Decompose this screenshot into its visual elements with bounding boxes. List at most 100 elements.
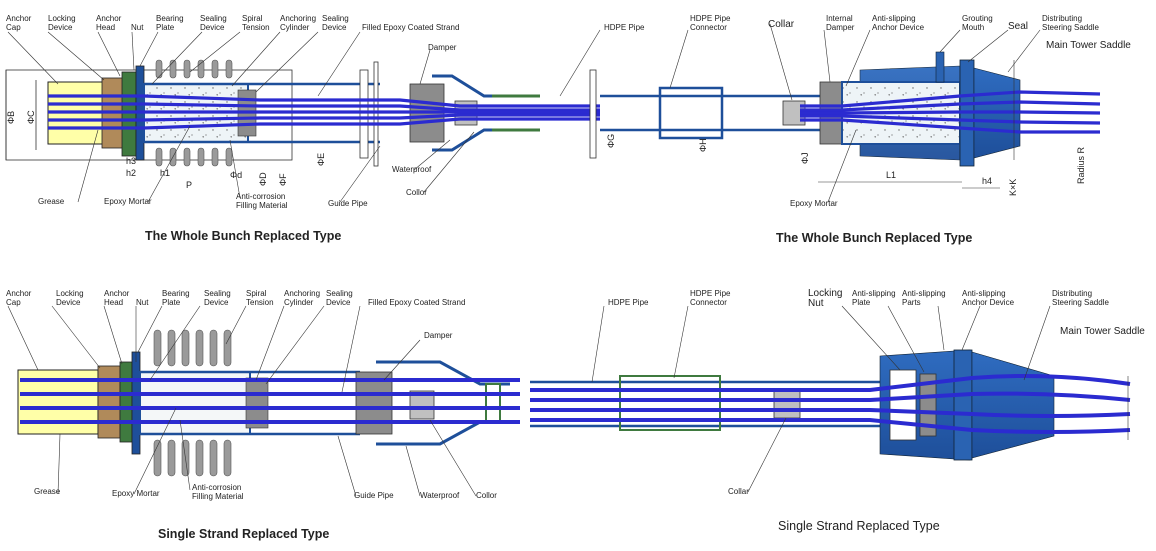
- grouting-mouth: [935, 51, 945, 83]
- label-sealing-device-right: Sealing: [322, 14, 349, 23]
- svg-text:Mouth: Mouth: [962, 23, 984, 32]
- bearing-plate: [131, 351, 141, 455]
- label-collor-b: Collor: [476, 491, 497, 500]
- anti-slipping-device: [953, 349, 973, 461]
- svg-text:Steering Saddle: Steering Saddle: [1042, 23, 1099, 32]
- tower-strands: [800, 90, 1101, 134]
- svg-text:Cylinder: Cylinder: [280, 23, 310, 32]
- label-sealing-device: Sealing: [200, 14, 227, 23]
- svg-text:Parts: Parts: [902, 298, 921, 307]
- dim-phiF: ΦF: [278, 173, 288, 186]
- dim-h3: h3: [126, 156, 136, 166]
- label-locking-device-b: Locking: [56, 289, 84, 298]
- label-anti-slipping: Anti-slipping: [872, 14, 916, 23]
- svg-text:Tension: Tension: [242, 23, 270, 32]
- top-dimensions: ΦB ΦC h3 h2 h1 P Φd ΦD ΦF ΦE ΦG ΦH ΦJ L1…: [6, 110, 1086, 196]
- label-main-tower: Main Tower Saddle: [1046, 40, 1131, 51]
- label-anticorrosion: Anti-corrosion: [236, 192, 285, 201]
- label-anchor-cap: Anchor: [6, 14, 32, 23]
- label-hdpe-connector-b: HDPE Pipe: [690, 289, 731, 298]
- svg-text:Tension: Tension: [246, 298, 274, 307]
- label-main-tower-b: Main Tower Saddle: [1060, 326, 1145, 337]
- label-collor: Collor: [406, 188, 427, 197]
- svg-text:Device: Device: [56, 298, 81, 307]
- nut: [121, 71, 137, 157]
- caption-bottom-right: Single Strand Replaced Type: [778, 519, 940, 533]
- bottom-left-anchorage: [17, 329, 520, 477]
- captions: The Whole Bunch Replaced Type The Whole …: [145, 229, 972, 541]
- dim-h1: h1: [160, 168, 170, 178]
- label-seal: Seal: [1008, 21, 1028, 32]
- label-collar: Collar: [768, 19, 795, 30]
- distributing-saddle: [971, 351, 1055, 459]
- svg-text:Device: Device: [200, 23, 225, 32]
- dim-P: P: [186, 180, 192, 190]
- strand-lines: [20, 378, 520, 424]
- label-waterproof: Waterproof: [392, 165, 432, 174]
- label-grouting-mouth: Grouting: [962, 14, 993, 23]
- label-grease: Grease: [38, 197, 65, 206]
- caption-top-right: The Whole Bunch Replaced Type: [776, 231, 972, 245]
- dim-phid: Φd: [230, 170, 242, 180]
- label-anchoring-cylinder: Anchoring: [280, 14, 316, 23]
- svg-text:Plate: Plate: [162, 298, 181, 307]
- leader-lines: [7, 23, 1051, 497]
- tower-strands: [530, 374, 1131, 434]
- label-locking-device: Locking: [48, 14, 76, 23]
- svg-text:Head: Head: [104, 298, 123, 307]
- svg-text:Device: Device: [326, 298, 351, 307]
- dim-phiH: ΦH: [698, 138, 708, 152]
- guide-pipe: [144, 82, 380, 144]
- label-bearing-plate-b: Bearing: [162, 289, 190, 298]
- anchor-head: [97, 365, 121, 439]
- dim-phiC: ΦC: [26, 110, 36, 124]
- collar: [773, 389, 801, 419]
- label-grease-b: Grease: [34, 487, 61, 496]
- label-anchor-cap-b: Anchor: [6, 289, 32, 298]
- caption-top-left: The Whole Bunch Replaced Type: [145, 229, 341, 243]
- svg-text:Filling Material: Filling Material: [192, 492, 244, 501]
- anti-slipping-parts: [919, 373, 937, 437]
- label-internal-damper: Internal: [826, 14, 853, 23]
- nut: [119, 361, 133, 443]
- label-distributing-b: Distributing: [1052, 289, 1092, 298]
- label-anti-slip-device: Anti-slipping: [962, 289, 1006, 298]
- label-distributing: Distributing: [1042, 14, 1082, 23]
- hdpe-pipe: [530, 380, 880, 428]
- label-bearing-plate: Bearing: [156, 14, 184, 23]
- label-anchoring-cylinder-b: Anchoring: [284, 289, 320, 298]
- dim-phiB: ΦB: [6, 111, 16, 124]
- bottom-labels: Anchor Cap Locking Device Anchor Head Nu…: [6, 288, 1145, 501]
- dim-KxK: K×K: [1008, 179, 1018, 196]
- strand-bundle: [48, 94, 600, 130]
- label-collar-b: Collar: [728, 487, 749, 496]
- label-anti-slip-parts: Anti-slipping: [902, 289, 946, 298]
- label-anchor-head-b: Anchor: [104, 289, 130, 298]
- spiral-coils: [155, 59, 233, 167]
- svg-text:Plate: Plate: [852, 298, 871, 307]
- svg-text:Cap: Cap: [6, 298, 21, 307]
- svg-text:Connector: Connector: [690, 298, 727, 307]
- svg-text:Connector: Connector: [690, 23, 727, 32]
- bottom-right-tower-anchorage: [530, 349, 1131, 461]
- label-nut: Nut: [131, 23, 144, 32]
- label-waterproof-b: Waterproof: [420, 491, 460, 500]
- anti-slipping-plate: [889, 369, 917, 441]
- caption-bottom-left: Single Strand Replaced Type: [158, 527, 329, 541]
- label-nut-b: Nut: [136, 298, 149, 307]
- label-hdpe-pipe-b: HDPE Pipe: [608, 298, 649, 307]
- svg-text:Plate: Plate: [156, 23, 175, 32]
- svg-text:Filling Material: Filling Material: [236, 201, 288, 210]
- label-anchor-head: Anchor: [96, 14, 122, 23]
- label-damper-b: Damper: [424, 331, 453, 340]
- spiral-coils: [153, 329, 232, 477]
- svg-text:Anchor Device: Anchor Device: [962, 298, 1015, 307]
- svg-text:Steering Saddle: Steering Saddle: [1052, 298, 1109, 307]
- label-epoxy-mortar: Epoxy Mortar: [104, 197, 152, 206]
- svg-text:Cylinder: Cylinder: [284, 298, 314, 307]
- label-hdpe-connector: HDPE Pipe: [690, 14, 731, 23]
- svg-text:Device: Device: [322, 23, 347, 32]
- dim-phiE: ΦE: [316, 153, 326, 166]
- label-guide-pipe-b: Guide Pipe: [354, 491, 394, 500]
- label-spiral-tension-b: Spiral: [246, 289, 267, 298]
